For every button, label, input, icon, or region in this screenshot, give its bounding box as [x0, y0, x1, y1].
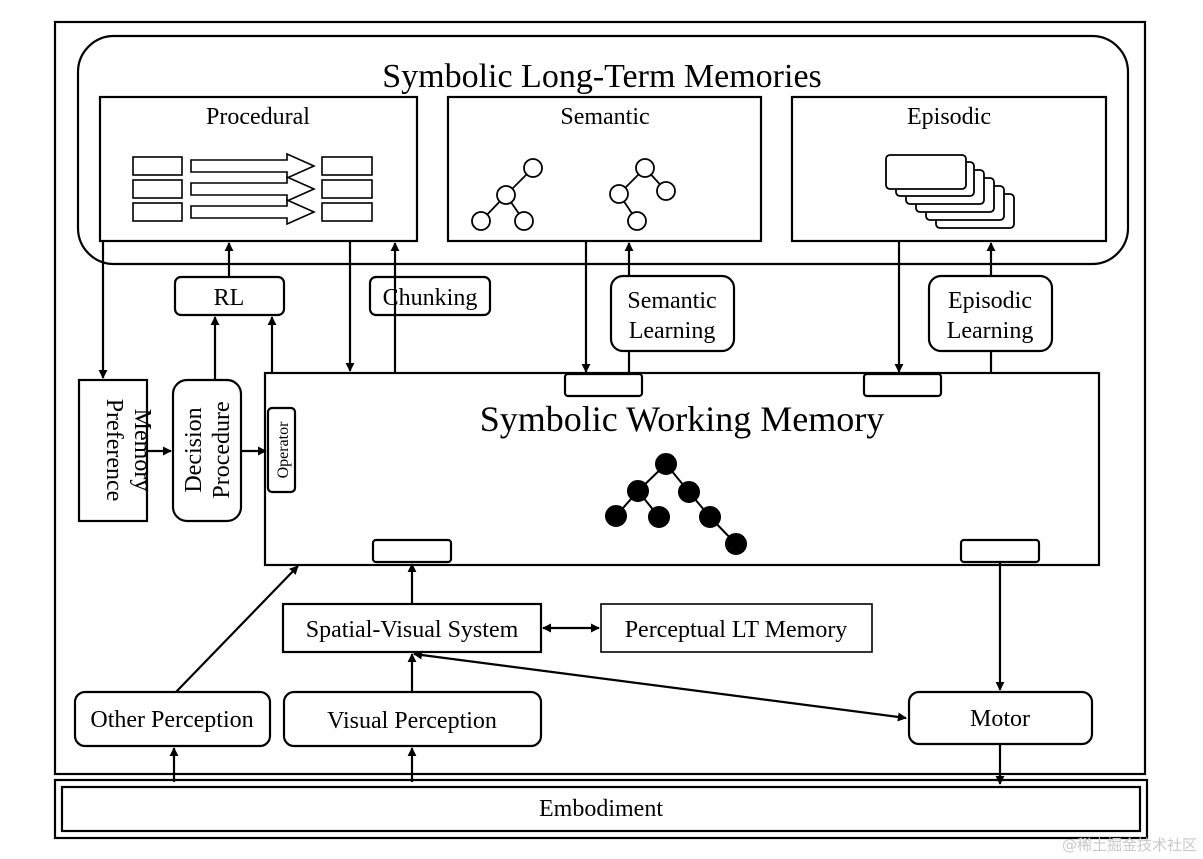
watermark: @稀土掘金技术社区: [1061, 836, 1197, 854]
semantic-memory: Semantic: [446, 95, 763, 243]
visual-perception-box: Visual Perception: [282, 690, 543, 748]
svg-text:Learning: Learning: [947, 318, 1034, 344]
working-memory-box: Symbolic Working Memory Operator: [263, 371, 1101, 567]
svg-text:Semantic: Semantic: [627, 288, 716, 314]
perception-buffer: [371, 538, 453, 564]
semantic-label: Semantic: [560, 104, 649, 130]
svg-text:RL: RL: [214, 285, 245, 311]
svg-text:Learning: Learning: [629, 318, 716, 344]
svg-text:Perceptual LT Memory: Perceptual LT Memory: [625, 617, 848, 643]
svg-text:Embodiment: Embodiment: [539, 796, 663, 822]
operator-box: Operator: [266, 406, 297, 494]
episodic-learning-box: Episodic Learning: [927, 274, 1054, 353]
semantic-buffer: [563, 372, 644, 398]
spatial-visual-system-box: Spatial-Visual System: [281, 602, 543, 654]
motor-box: Motor: [907, 690, 1094, 746]
svg-text:Chunking: Chunking: [383, 285, 478, 311]
semantic-tree-icon: [471, 158, 676, 231]
svg-text:Preference: Preference: [101, 399, 127, 502]
working-memory-title: Symbolic Working Memory: [480, 399, 884, 439]
svg-text:Procedure: Procedure: [209, 401, 235, 498]
svg-text:Other Perception: Other Perception: [90, 707, 253, 733]
chunking-box: Chunking: [368, 275, 492, 317]
svg-text:Operator: Operator: [275, 421, 292, 479]
perceptual-lt-memory-box: Perceptual LT Memory: [600, 603, 873, 653]
working-memory-tree-icon: [605, 453, 747, 555]
motor-buffer: [959, 538, 1041, 564]
episodic-buffer: [862, 372, 943, 398]
episodic-memory: Episodic: [790, 95, 1108, 243]
svg-text:Decision: Decision: [181, 407, 207, 492]
procedural-memory: Procedural: [98, 95, 419, 243]
connectors: [98, 241, 1005, 785]
episodes-stack-icon: [885, 154, 1015, 229]
long-term-memories-title: Symbolic Long-Term Memories: [382, 58, 822, 95]
embodiment-box: Embodiment: [53, 778, 1149, 840]
production-rules-icon: [132, 152, 373, 226]
svg-text:Spatial-Visual System: Spatial-Visual System: [306, 617, 519, 643]
semantic-learning-box: Semantic Learning: [609, 274, 736, 353]
svg-text:Visual Perception: Visual Perception: [327, 708, 497, 734]
episodic-label: Episodic: [907, 104, 991, 130]
procedural-label: Procedural: [206, 104, 310, 130]
other-perception-box: Other Perception: [73, 690, 272, 748]
svg-text:Motor: Motor: [970, 706, 1030, 732]
preference-memory-box: Preference Memory: [77, 378, 155, 523]
svg-text:Episodic: Episodic: [948, 288, 1032, 314]
rl-box: RL: [173, 275, 286, 317]
decision-procedure-box: Decision Procedure: [171, 378, 243, 523]
